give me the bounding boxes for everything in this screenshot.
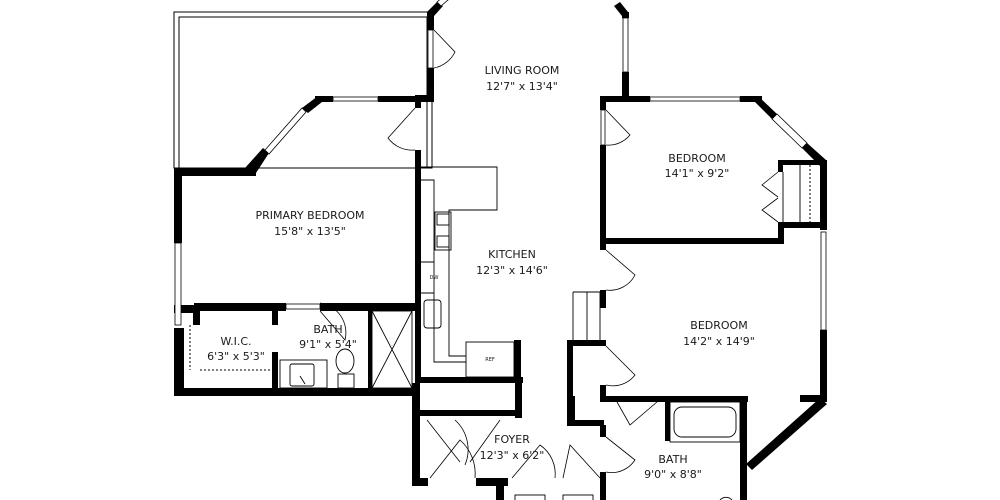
room-labels: LIVING ROOM 12'7" x 13'4" PRIMARY BEDROO… (207, 64, 755, 481)
bedroom2-dims: 14'2" x 14'9" (683, 335, 755, 348)
foyer-fixtures (514, 494, 594, 500)
wic-dims: 6'3" x 5'3" (207, 350, 265, 363)
walls (174, 2, 827, 500)
primary-bedroom-dims: 15'8" x 13'5" (274, 225, 346, 238)
door-swings (319, 29, 779, 479)
primary-bath-fixtures (189, 310, 413, 389)
wic-name: W.I.C. (220, 335, 251, 348)
bath2-name: BATH (658, 453, 687, 466)
bedroom1-name: BEDROOM (668, 152, 725, 165)
living-room-name: LIVING ROOM (485, 64, 560, 77)
bath2-dims: 9'0" x 8'8" (644, 468, 702, 481)
closet-shelves (782, 165, 811, 222)
bedroom1-dims: 14'1" x 9'2" (665, 167, 730, 180)
kitchen-dims: 12'3" x 14'6" (476, 264, 548, 277)
bath2-fixtures (669, 401, 741, 500)
dishwasher-label: DW (430, 275, 439, 281)
bedroom2-name: BEDROOM (690, 319, 747, 332)
kitchen-name: KITCHEN (488, 248, 536, 261)
foyer-dims: 12'3" x 6'2" (480, 449, 545, 462)
windows (174, 0, 827, 331)
refrigerator-label: REF (485, 357, 495, 363)
kitchen-counters (421, 166, 601, 378)
primary-bedroom-name: PRIMARY BEDROOM (255, 209, 364, 222)
bath1-name: BATH (313, 323, 342, 336)
bath1-dims: 9'1" x 5'4" (299, 338, 357, 351)
foyer-name: FOYER (494, 433, 530, 446)
living-room-dims: 12'7" x 13'4" (486, 80, 558, 93)
balcony-outline (173, 11, 433, 169)
